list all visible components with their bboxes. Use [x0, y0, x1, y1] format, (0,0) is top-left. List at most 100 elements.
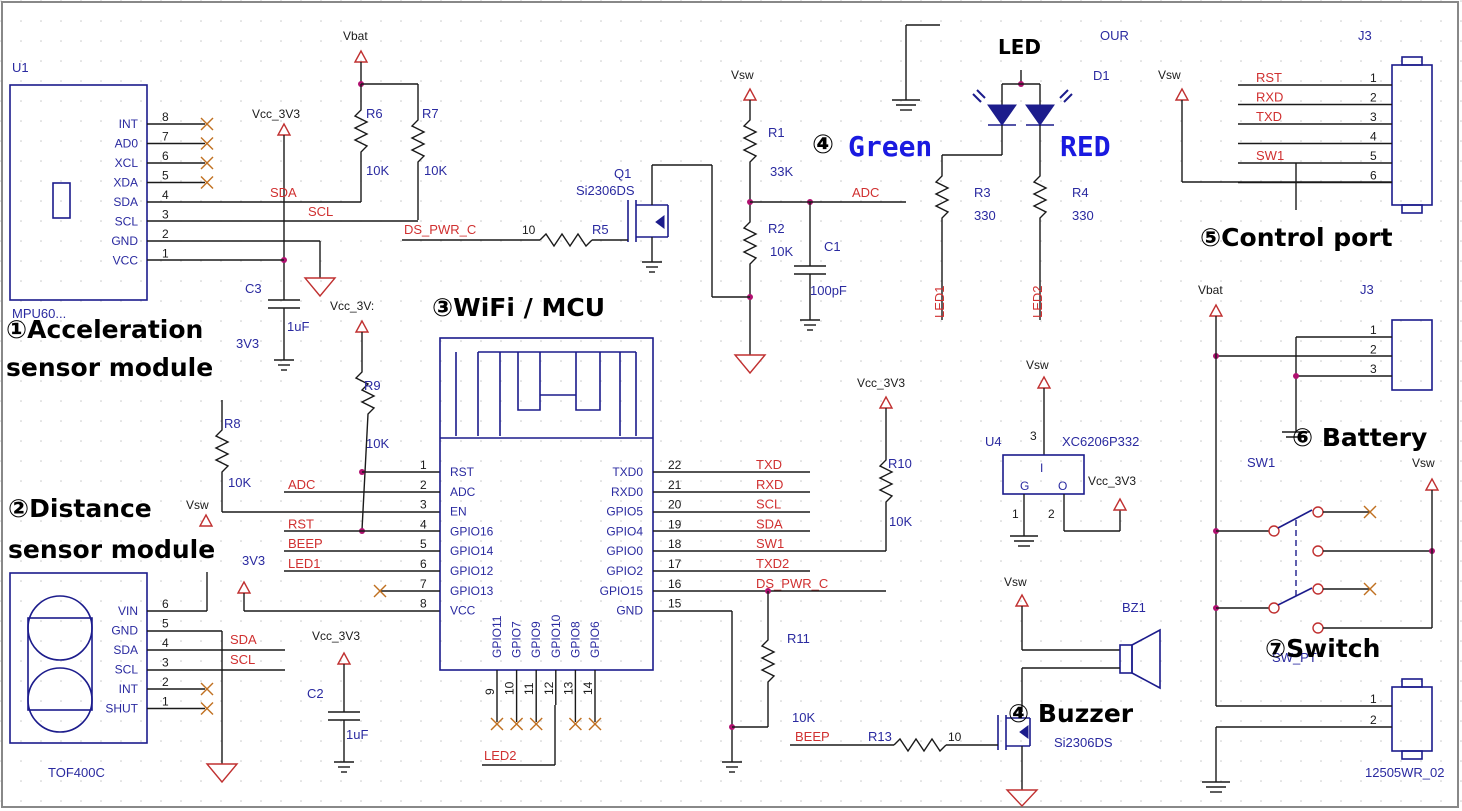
- u4-pin-g: G: [1020, 479, 1029, 493]
- vsw-label-u4: Vsw: [1026, 358, 1049, 372]
- u1-pin-num: 6: [162, 149, 169, 163]
- vbat-pullups: Vbat R6 10K R7 10K SDA SCL: [147, 29, 447, 298]
- vbat-label-a: Vbat: [343, 29, 368, 43]
- mcu-left-pin-num: 3: [420, 498, 427, 512]
- tof-pin-num: 3: [162, 656, 169, 670]
- vcc3v3-label-u4: Vcc_3V3: [1088, 474, 1136, 488]
- tof-scl-net: SCL: [230, 652, 255, 667]
- mcu-left-pin-num: 4: [420, 517, 427, 531]
- mcu-right-pin-num: 16: [668, 577, 682, 591]
- ds-pwr-c-net-a: DS_PWR_C: [404, 222, 476, 237]
- r1-ref: R1: [768, 125, 785, 140]
- vbat-label-b: Vbat: [1198, 283, 1223, 297]
- tof-pin-num: 1: [162, 695, 169, 709]
- mcu-left-net: LED1: [288, 556, 321, 571]
- vsw-label-sw: Vsw: [1412, 456, 1435, 470]
- u4-num3: 3: [1030, 429, 1037, 443]
- adc-net-top: ADC: [852, 185, 879, 200]
- label-accel-2: sensor module: [6, 353, 213, 382]
- tof-pin-name: GND: [111, 624, 138, 638]
- j3-bat-ref: J3: [1360, 282, 1374, 297]
- mcu-bottom-pin-num: 9: [483, 688, 497, 695]
- tof-part: TOF400C: [48, 765, 105, 780]
- our-label: OUR: [1100, 28, 1129, 43]
- j3-ctrl-pin-num: 6: [1370, 169, 1377, 183]
- u1-pin-name: GND: [111, 234, 138, 248]
- r9-val: 10K: [366, 436, 389, 451]
- r9-ref: R9: [364, 378, 381, 393]
- mcu-right-net: SDA: [756, 516, 783, 531]
- u1-sda-net: SDA: [270, 185, 297, 200]
- r7-ref: R7: [422, 106, 439, 121]
- u4-ref: U4: [985, 434, 1002, 449]
- mcu-left-pin-num: 8: [420, 597, 427, 611]
- green-num: ④: [812, 130, 834, 160]
- r5-val: 10: [522, 223, 536, 237]
- mcu-left-pin-num: 2: [420, 478, 427, 492]
- mcu-right-pin-name: TXD0: [612, 465, 643, 479]
- r11-val: 10K: [792, 710, 815, 725]
- mcu-left-net: ADC: [288, 477, 315, 492]
- mcu-left-pin-name: GPIO12: [450, 564, 494, 578]
- battery-sense: Vsw ADC R1 33K R2 10K C1 100pF: [402, 68, 906, 375]
- c2-ref: C2: [307, 686, 324, 701]
- led1-net-led: LED1: [932, 285, 947, 318]
- mcu-left-pin-name: VCC: [450, 604, 476, 618]
- c2-capacitor: Vcc_3V3 C2 1uF: [307, 629, 368, 773]
- no-connect-mark: [200, 117, 214, 131]
- mcu-left-pin-num: 7: [420, 577, 427, 591]
- no-connect-mark: [490, 717, 504, 731]
- three-v3-label: 3V3: [236, 336, 259, 351]
- led-d1: OUR LED D1 R3 330 R4 330 LED1 LED2: [892, 24, 1129, 320]
- mcu-left-pin-name: GPIO14: [450, 544, 494, 558]
- led-title: LED: [998, 35, 1041, 59]
- switch-sw: Vsw SW_PT: [1213, 316, 1440, 706]
- d1-ref: D1: [1093, 68, 1110, 83]
- u4-pin-i: I: [1040, 461, 1043, 475]
- mcu-right-pin-name: RXD0: [611, 485, 643, 499]
- mcu-bottom-pin-name: GPIO6: [588, 621, 602, 658]
- mcu-right-pin-num: 19: [668, 517, 682, 531]
- q2-part: Si2306DS: [1054, 735, 1113, 750]
- mcu-right-pin-num: 20: [668, 498, 682, 512]
- mcu-right-pin-num: 21: [668, 478, 682, 492]
- led2-net-led: LED2: [1030, 285, 1045, 318]
- c2-val: 1uF: [346, 727, 368, 742]
- u4-part: XC6206P332: [1062, 434, 1139, 449]
- j3-ctrl-pin-num: 5: [1370, 149, 1377, 163]
- tof-pin-name: SCL: [115, 663, 139, 677]
- r6-val: 10K: [366, 163, 389, 178]
- mcu-bottom-pin-num: 12: [542, 681, 556, 695]
- r11-ref: R11: [787, 631, 810, 646]
- tof-pin-name: INT: [119, 682, 139, 696]
- c1-ref: C1: [824, 239, 841, 254]
- mcu-right-pin-name: GPIO5: [606, 505, 643, 519]
- j3-ctrl-ref: J3: [1358, 28, 1372, 43]
- mcu-bottom-pin-name: GPIO11: [490, 615, 504, 658]
- j3-ctrl-pin-num: 1: [1370, 71, 1377, 85]
- u4-num1: 1: [1012, 507, 1019, 521]
- tof-pin-num: 5: [162, 617, 169, 631]
- sw1-part: SW1: [1247, 455, 1275, 470]
- tof-pin-num: 2: [162, 675, 169, 689]
- label-accel-1: ①Acceleration: [6, 315, 203, 344]
- no-connect-mark: [200, 176, 214, 189]
- reset-pullups: Vcc_3V: R9 10K R8 10K Vsw: [186, 299, 440, 534]
- u1-pin-num: 4: [162, 188, 169, 202]
- no-connect-mark: [510, 717, 524, 731]
- r3-val: 330: [974, 208, 996, 223]
- r5-ref: R5: [592, 222, 609, 237]
- mcu-left-pin-name: ADC: [450, 485, 476, 499]
- j3-ctrl-net: RST: [1256, 70, 1282, 85]
- label-buzzer: ④ Buzzer: [1008, 699, 1134, 728]
- c3-val: 1uF: [287, 319, 309, 334]
- mcu-left-pin-num: 1: [420, 458, 427, 472]
- u1-part: MPU60...: [12, 306, 66, 321]
- mcu-right-pin-name: GPIO15: [600, 584, 644, 598]
- tof-sda-net: SDA: [230, 632, 257, 647]
- buzzer-bz1: Vsw BZ1 Si2306DS BEEP R13 10: [790, 575, 1161, 808]
- vsw-label-bz: Vsw: [1004, 575, 1027, 589]
- mcu-right-pin-num: 18: [668, 537, 682, 551]
